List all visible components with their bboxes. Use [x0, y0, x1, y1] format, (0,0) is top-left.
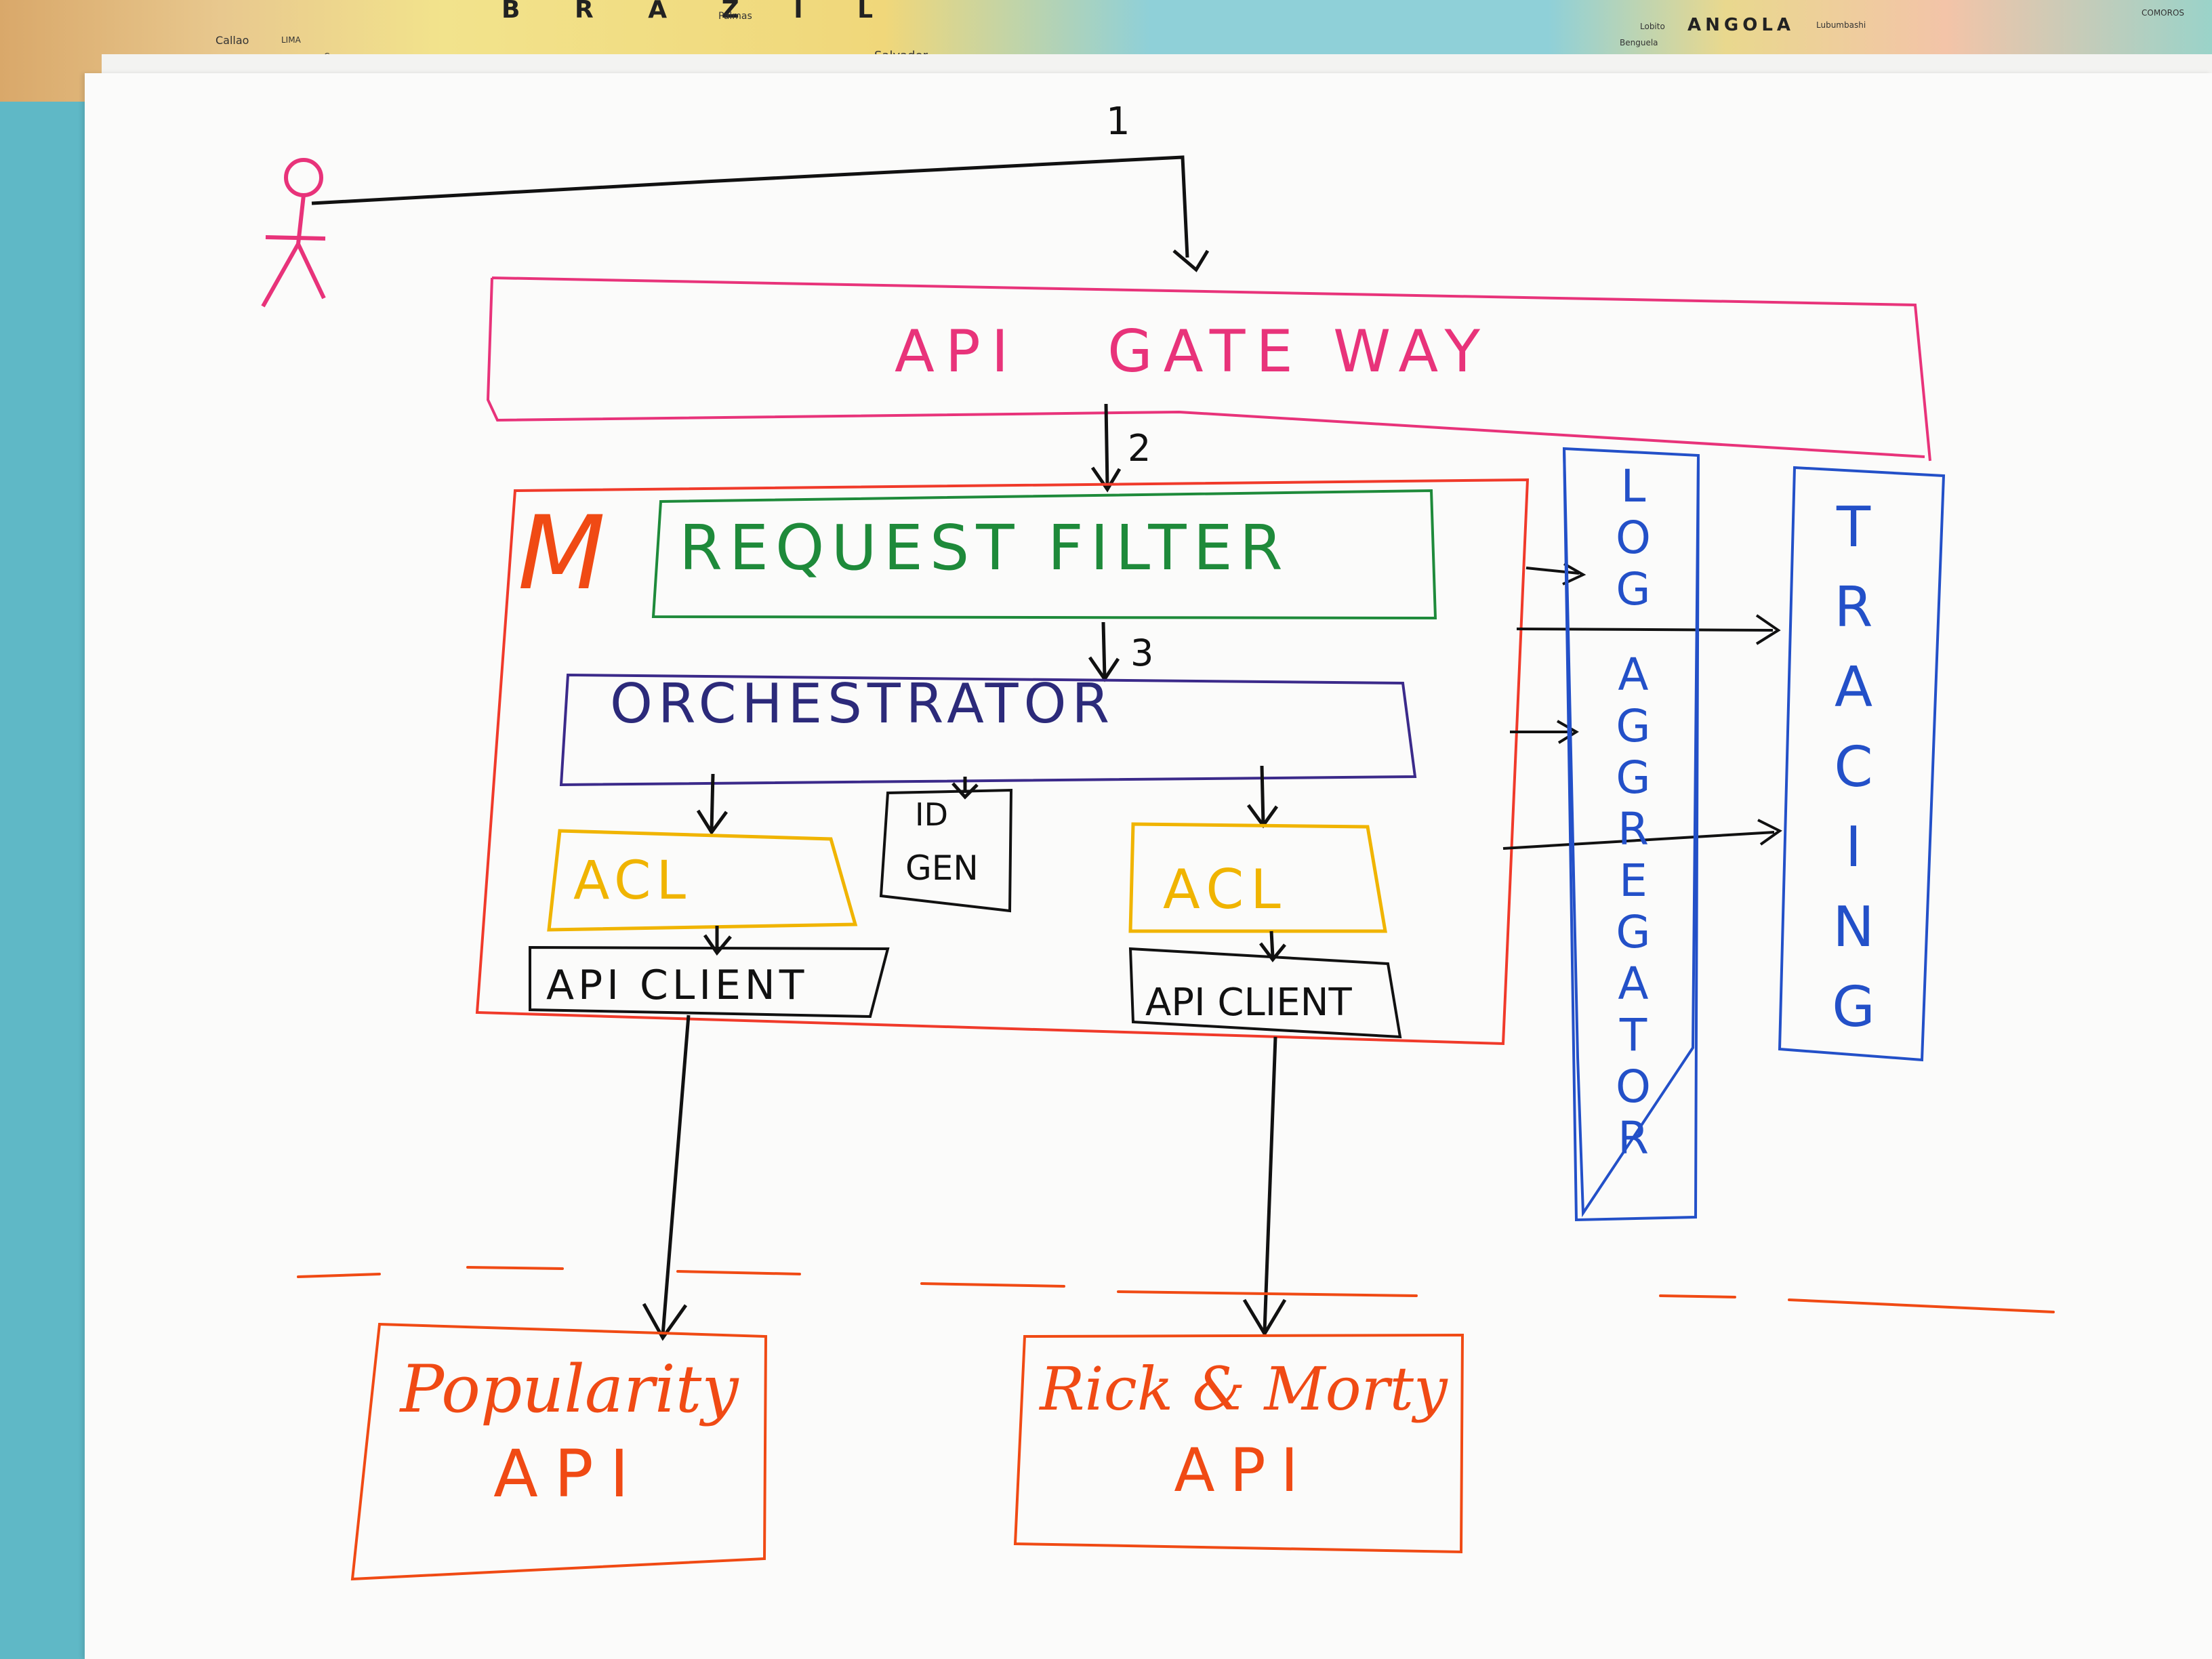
popularity-api-subtitle: API	[493, 1436, 645, 1512]
service-mark: M	[518, 495, 605, 613]
log-aggregator-letters: L O G A G G R E G A T O R	[1606, 461, 1660, 1164]
orchestrator-out-arrows	[696, 765, 1279, 836]
rick-morty-api-title: Rick & Morty	[1040, 1354, 1448, 1424]
id-gen-label-line1: ID	[915, 796, 948, 833]
log-aggregator-letter: G	[1616, 700, 1651, 752]
arrow-step-1	[311, 155, 1210, 272]
map-label-lobito: Lobito	[1640, 22, 1665, 31]
orchestrator-box	[559, 673, 1417, 787]
paper-sheet	[85, 73, 2212, 1659]
log-aggregator-letter: L	[1620, 460, 1646, 512]
map-label-lubumbashi: Lubumbashi	[1816, 20, 1866, 30]
rick-morty-api-box	[1013, 1333, 1465, 1554]
rick-morty-api-subtitle: API	[1174, 1435, 1313, 1505]
tracing-letter: A	[1834, 655, 1873, 720]
id-gen-label-line2: GEN	[905, 848, 979, 888]
map-label-lima: LIMA	[281, 35, 301, 45]
log-aggregator-letter: G	[1616, 906, 1651, 958]
map-country-left: B R A Z I L	[501, 0, 897, 24]
rick-morty-api-label: Rick & Morty API	[1030, 1349, 1457, 1511]
log-aggregator-letter: A	[1618, 649, 1649, 701]
arrow-step-2	[1090, 403, 1122, 493]
map-country-right: ANGOLA	[1687, 15, 1795, 35]
background-map-side	[0, 102, 41, 1159]
acl-right-label: ACL	[1163, 858, 1288, 921]
tracing-letters: T R A C I N G	[1823, 488, 1884, 1048]
arrow-step-3	[1088, 621, 1120, 682]
popularity-api-box	[350, 1322, 768, 1581]
acl-left-box	[547, 829, 858, 932]
map-label-comoros: COMOROS	[2142, 8, 2185, 18]
log-aggregator-letter: R	[1618, 803, 1649, 855]
api-client-right-label: API CLIENT	[1145, 981, 1352, 1025]
map-label-benguela: Benguela	[1620, 38, 1658, 47]
api-gateway-box	[486, 276, 1931, 462]
log-aggregator-letter: A	[1618, 958, 1649, 1010]
api-client-right-box	[1128, 947, 1402, 1039]
system-boundary-line	[297, 1266, 2055, 1313]
step-2-label: 2	[1128, 427, 1151, 470]
log-aggregator-letter: G	[1616, 563, 1651, 615]
user-stick-figure-icon	[261, 158, 326, 308]
log-aggregator-letter: R	[1618, 1112, 1649, 1164]
tracing-box	[1778, 466, 1946, 1062]
log-aggregator-letter: O	[1616, 1061, 1651, 1113]
request-filter-box	[651, 489, 1437, 620]
step-3-label: 3	[1130, 632, 1153, 674]
service-to-observability-arrows	[1502, 562, 1782, 850]
tracing-letter: R	[1834, 575, 1873, 640]
tracing-letter: C	[1834, 735, 1873, 800]
popularity-api-label: Popularity API	[380, 1349, 759, 1518]
acl-left-label: ACL	[573, 851, 691, 912]
orchestrator-label: ORCHESTRATOR	[610, 672, 1115, 735]
log-aggregator-box	[1562, 447, 1700, 1222]
log-aggregator-letter: E	[1619, 855, 1647, 907]
tracing-letter: G	[1832, 975, 1875, 1040]
map-label-palmas: Palmas	[718, 11, 752, 22]
tracing-letter: I	[1845, 815, 1862, 880]
tracing-letter: T	[1836, 495, 1871, 560]
service-container-box	[475, 478, 1530, 1046]
log-aggregator-letter: G	[1616, 752, 1651, 804]
log-aggregator-letter: O	[1616, 512, 1651, 564]
log-aggregator-letter: T	[1619, 1009, 1647, 1061]
tracing-letter: N	[1832, 895, 1875, 960]
api-gateway-label: API GATE WAY	[895, 318, 1491, 386]
api-client-left-box	[529, 945, 890, 1019]
acl-right-box	[1128, 822, 1387, 933]
step-1-label: 1	[1106, 100, 1130, 144]
client-to-external-arrows	[642, 1015, 1287, 1341]
request-filter-label: REQUEST FILTER	[679, 512, 1290, 584]
popularity-api-title: Popularity	[400, 1351, 739, 1427]
id-gen-box	[879, 788, 1013, 913]
api-client-left-label: API CLIENT	[546, 962, 808, 1009]
map-label-callao: Callao	[216, 34, 249, 47]
